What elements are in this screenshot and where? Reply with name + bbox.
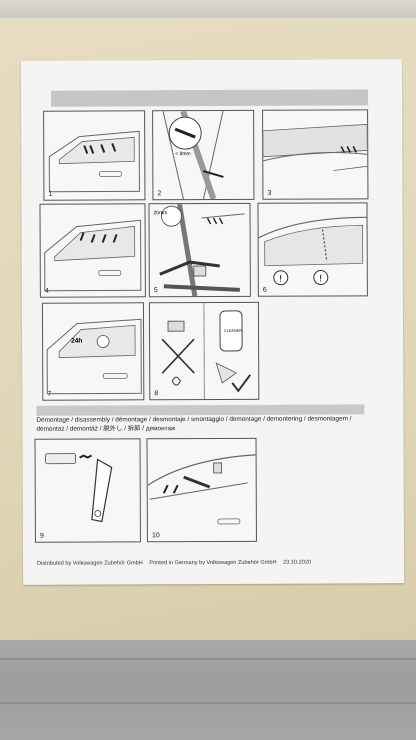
step-panel-1: 1 bbox=[43, 110, 146, 201]
deflector-placement-illustration bbox=[263, 123, 368, 171]
step-number: 6 bbox=[262, 286, 267, 294]
step-panel-8: CLEANER 8 bbox=[148, 301, 260, 401]
fitted-deflector-check-illustration: ! ! bbox=[258, 216, 367, 286]
printed-text: Printed in Germany by Volkswagen Zubehör… bbox=[149, 559, 277, 567]
cleaning-illustration bbox=[161, 303, 252, 400]
cleaner-label: CLEANER bbox=[224, 328, 242, 333]
tool-clip-illustration bbox=[159, 203, 245, 297]
print-date: 23.10.2020 bbox=[283, 559, 312, 566]
disassembly-heading: Demontage / disassembly / démontage / de… bbox=[36, 415, 352, 433]
step-panel-9: 9 bbox=[34, 438, 141, 543]
step-panel-10: 10 bbox=[146, 437, 257, 543]
step-panel-2: < 8mm 2 bbox=[152, 109, 255, 201]
svg-text:!: ! bbox=[279, 275, 283, 285]
step-number: 7 bbox=[47, 390, 52, 398]
gap-label: < 8mm bbox=[175, 151, 191, 158]
distributor-text: Distributed by Volkswagen Zubehör GmbH bbox=[37, 560, 143, 567]
curing-time-illustration bbox=[46, 318, 142, 395]
door-frame-gap-illustration bbox=[162, 110, 224, 200]
step-number: 1 bbox=[48, 190, 53, 198]
floor-seam bbox=[0, 658, 416, 660]
car-door-illustration bbox=[48, 130, 140, 193]
step-panel-6: ! ! 6 bbox=[257, 202, 368, 297]
step-number: 5 bbox=[153, 287, 158, 295]
step-number: 4 bbox=[44, 287, 49, 295]
removal-tool-illustration bbox=[45, 453, 113, 523]
floor bbox=[0, 640, 416, 740]
deflector-removal-illustration bbox=[147, 454, 256, 525]
header-bar bbox=[50, 89, 369, 107]
step-number: 9 bbox=[39, 532, 44, 540]
svg-text:!: ! bbox=[319, 275, 323, 285]
step-number: 3 bbox=[267, 189, 272, 197]
floor-seam bbox=[0, 702, 416, 704]
instruction-sheet: 1 < 8mm 2 3 4 bbox=[20, 59, 405, 585]
step-panel-3: 3 bbox=[262, 109, 369, 200]
footer: Distributed by Volkswagen Zubehör GmbH P… bbox=[37, 559, 382, 567]
step-number: 10 bbox=[151, 532, 160, 540]
step-panel-4: 4 bbox=[39, 203, 146, 298]
deflector-insertion-illustration bbox=[44, 219, 142, 292]
measure-label: 20mm bbox=[153, 210, 168, 217]
cure-time-label: 24h bbox=[71, 337, 83, 345]
step-panel-5: 20mm 5 bbox=[148, 202, 251, 298]
step-panel-7: 24h 7 bbox=[41, 302, 145, 401]
step-number: 8 bbox=[154, 390, 159, 398]
step-number: 2 bbox=[157, 190, 162, 198]
